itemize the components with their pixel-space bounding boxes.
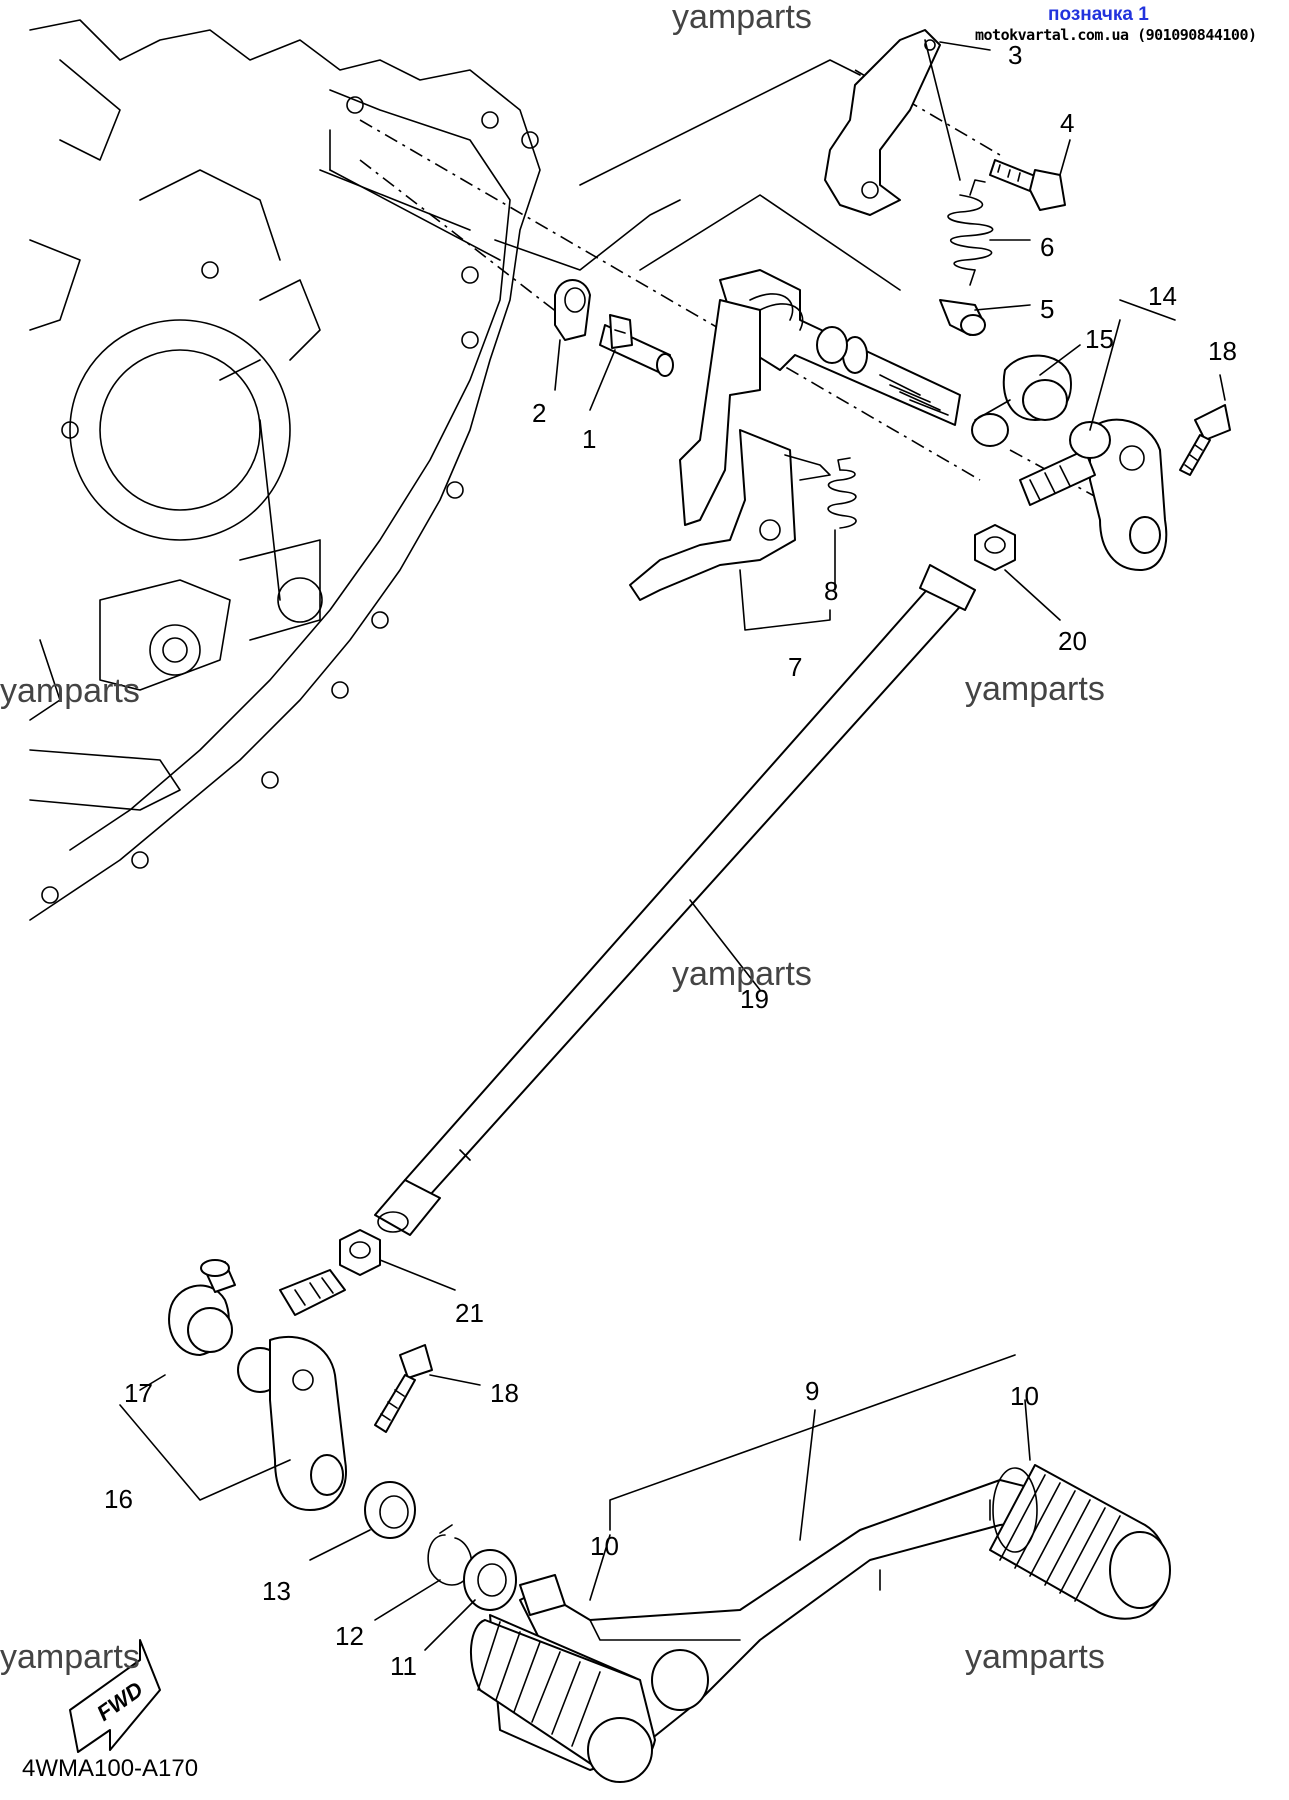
part-19-shift-rod xyxy=(374,564,976,1236)
part-12-circlip xyxy=(427,1524,473,1586)
watermark-center: yamparts xyxy=(672,955,812,993)
callout-11: 11 xyxy=(390,1651,417,1681)
tag-label: позначка 1 xyxy=(1048,4,1149,25)
leader-lines xyxy=(119,39,1226,1651)
part-18-bolt-lower xyxy=(374,1344,433,1433)
part-10-rubber-right xyxy=(989,1464,1171,1620)
part-8-spring xyxy=(827,457,857,529)
callout-6: 6 xyxy=(1040,232,1054,262)
watermark-top: yamparts xyxy=(672,0,812,36)
callout-7: 7 xyxy=(788,652,802,682)
part-20-nut xyxy=(974,524,1016,571)
assembly-guide-lines xyxy=(359,59,1121,511)
callout-12: 12 xyxy=(335,1621,364,1651)
watermark-left-mid: yamparts xyxy=(0,672,140,710)
part-4-bolt xyxy=(989,159,1066,211)
part-21-nut xyxy=(339,1229,381,1276)
callout-9: 9 xyxy=(805,1376,819,1406)
callout-19: 19 xyxy=(740,984,769,1014)
callout-4: 4 xyxy=(1060,108,1074,138)
callout-18-lower: 18 xyxy=(490,1378,519,1408)
part-18-bolt-upper xyxy=(1179,404,1231,476)
part-13-collar xyxy=(364,1481,416,1539)
part-1-pin xyxy=(599,314,674,377)
part-2-clip xyxy=(554,279,591,341)
callout-3: 3 xyxy=(1008,40,1022,70)
diagram-code: 4WMA100-A170 xyxy=(22,1755,199,1782)
callout-18-upper: 18 xyxy=(1208,336,1237,366)
callout-5: 5 xyxy=(1040,294,1054,324)
watermark-right-mid: yamparts xyxy=(965,670,1105,708)
callout-20: 20 xyxy=(1058,626,1087,656)
part-10-rubber-left xyxy=(469,1614,709,1783)
callout-14: 14 xyxy=(1148,281,1177,311)
part-3-stopper-lever xyxy=(824,29,941,216)
watermarks: yamparts yamparts yamparts yamparts yamp… xyxy=(0,0,1105,1676)
part-11-washer xyxy=(463,1549,517,1611)
callout-16: 16 xyxy=(104,1484,133,1514)
callout-10-right: 10 xyxy=(1010,1381,1039,1411)
crankcase-outline xyxy=(29,19,541,921)
callout-10-left: 10 xyxy=(590,1531,619,1561)
watermark-left-bottom: yamparts xyxy=(0,1638,140,1676)
callout-21: 21 xyxy=(455,1298,484,1328)
callout-2: 2 xyxy=(532,398,546,428)
callout-8: 8 xyxy=(824,576,838,606)
part-16-shift-arm xyxy=(237,1269,347,1511)
watermark-right-bottom: yamparts xyxy=(965,1638,1105,1676)
callout-17: 17 xyxy=(124,1378,153,1408)
part-5-collar xyxy=(939,299,986,336)
callout-1: 1 xyxy=(582,424,596,454)
part-6-spring xyxy=(947,179,994,286)
source-label: motokvartal.com.ua (901090844100) xyxy=(975,26,1257,44)
callout-13: 13 xyxy=(262,1576,291,1606)
part-17-ball-joint xyxy=(168,1259,236,1356)
part-15-ball-joint xyxy=(971,354,1072,447)
part-7-shift-shaft xyxy=(629,269,961,601)
callout-numbers: 3 4 6 5 14 15 18 2 1 8 7 20 19 21 18 17 … xyxy=(104,40,1237,1681)
callout-15: 15 xyxy=(1085,324,1114,354)
part-14-relay-arm xyxy=(1019,418,1168,571)
